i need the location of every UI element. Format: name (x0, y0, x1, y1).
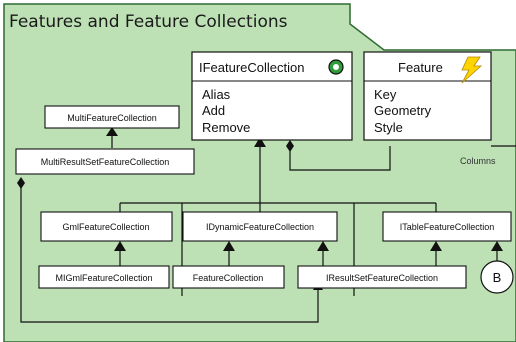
gmlfeaturecollection-box: GmlFeatureCollection (40, 211, 173, 242)
arrowhead-idynamic-right (317, 241, 329, 251)
feature-member: Geometry (374, 103, 432, 118)
featurecollection-label: FeatureCollection (193, 273, 264, 283)
migmlfeaturecollection-label: MIGmlFeatureCollection (55, 273, 152, 283)
ifeaturecollection-member: Remove (202, 120, 250, 135)
idynamicfeaturecollection-label: IDynamicFeatureCollection (206, 222, 314, 232)
connector-ifeaturecollection-tree (119, 146, 437, 296)
itablefeaturecollection-box: ITableFeatureCollection (382, 211, 512, 242)
multiresultsetfeaturecollection-box: MultiResultSetFeatureCollection (15, 148, 195, 175)
diamond-multiresult-aggregation (17, 177, 25, 189)
gmlfeaturecollection-label: GmlFeatureCollection (62, 222, 149, 232)
connector-feature-aggregation (289, 146, 391, 171)
ifeaturecollection-name: IFeatureCollection (199, 60, 305, 75)
diamond-feature-aggregation (286, 140, 294, 152)
migmlfeaturecollection-box: MIGmlFeatureCollection (38, 265, 170, 289)
columns-label: Columns (460, 156, 496, 166)
aggregation-diamonds (17, 140, 294, 189)
arrowhead-itable-right (491, 241, 503, 251)
feature-member: Style (374, 120, 403, 135)
idynamicfeaturecollection-box: IDynamicFeatureCollection (182, 211, 338, 242)
arrowhead-multifeature (106, 127, 118, 136)
connector-multiresult-aggregation (20, 188, 319, 323)
b-circle: B (480, 260, 514, 294)
ifeaturecollection-box: IFeatureCollection Alias Add Remove (191, 51, 353, 141)
multifeaturecollection-box: MultiFeatureCollection (44, 105, 180, 129)
connector-lines (20, 134, 516, 323)
feature-member: Key (374, 87, 397, 102)
lightning-icon (461, 56, 483, 84)
feature-name: Feature (398, 60, 443, 75)
featurecollection-box: FeatureCollection (172, 265, 285, 289)
iresultsetfeaturecollection-box: IResultSetFeatureCollection (297, 265, 467, 289)
arrowhead-idynamic-left (223, 241, 235, 251)
itablefeaturecollection-label: ITableFeatureCollection (400, 222, 495, 232)
b-circle-label: B (493, 270, 502, 285)
ifeaturecollection-member: Add (202, 103, 225, 118)
iresultsetfeaturecollection-label: IResultSetFeatureCollection (326, 273, 438, 283)
multifeaturecollection-label: MultiFeatureCollection (67, 113, 157, 123)
arrowhead-itable-left (430, 241, 442, 251)
arrowhead-ifeaturecollection (254, 137, 266, 147)
arrowhead-gml (114, 241, 126, 251)
multiresultsetfeaturecollection-label: MultiResultSetFeatureCollection (41, 157, 170, 167)
interface-icon (328, 59, 344, 75)
diagram-title: Features and Feature Collections (9, 12, 288, 32)
ifeaturecollection-member: Alias (202, 87, 231, 102)
